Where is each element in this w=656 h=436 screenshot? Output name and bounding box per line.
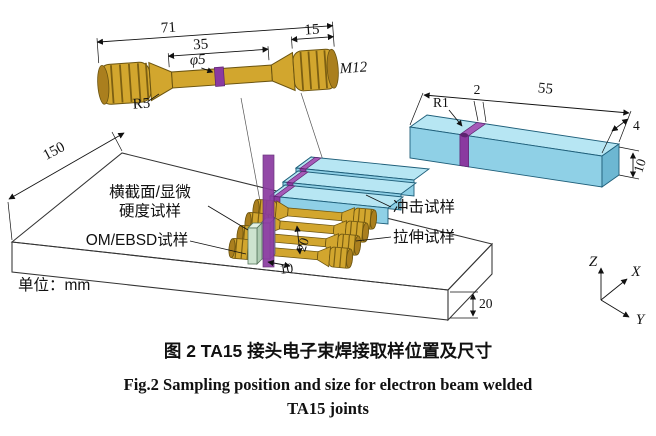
dim-71-line	[96, 22, 334, 45]
axis-z-label: Z	[589, 254, 598, 270]
right-grip-thread-ribs	[299, 50, 328, 90]
dim-4-label: 4	[633, 118, 640, 133]
cluster-dim-20-label: 20	[294, 236, 313, 254]
diameter-leader	[201, 67, 214, 74]
leader-impact	[365, 194, 392, 208]
axis-y-label: Y	[636, 312, 646, 328]
captions: 图 2 TA15 接头电子束焊接取样位置及尺寸 Fig.2 Sampling p…	[124, 341, 533, 418]
dim-150-label: 150	[40, 139, 67, 164]
tensile-specimen-drawing: 71 35 15 φ5 R5 M12	[96, 20, 368, 113]
dim-10-label: 10	[631, 157, 650, 175]
dim-35-extensions	[167, 46, 270, 68]
dim-4-extensions	[601, 127, 615, 154]
dim-2-extensions	[473, 100, 487, 123]
caption-en-line1: Fig.2 Sampling position and size for ele…	[124, 375, 533, 394]
coordinate-axes: Z X Y	[589, 254, 646, 328]
left-fillet-taper	[148, 61, 174, 102]
left-grip-thread-ribs	[110, 62, 150, 104]
leader-om-ebsd	[189, 240, 247, 255]
specimen-cluster: 20 10	[228, 154, 431, 277]
caption-en-line2: TA15 joints	[287, 399, 369, 418]
dim-15-label: 15	[304, 22, 320, 39]
label-om-ebsd: OM/EBSD试样	[86, 231, 188, 249]
cross-section-plate	[247, 222, 263, 265]
axis-x	[600, 278, 628, 301]
block-right-face	[447, 242, 493, 322]
caption-zh: 图 2 TA15 接头电子束焊接取样位置及尺寸	[164, 341, 492, 361]
fillet-radius-leader	[147, 93, 160, 103]
cluster-dim-10-label: 10	[279, 260, 295, 277]
projection-line-tensile-left	[240, 97, 263, 213]
label-impact: 冲击试样	[393, 198, 455, 216]
unit-label: 单位：mm	[18, 276, 90, 294]
dim-35-label: 35	[193, 36, 209, 53]
dim-71-label: 71	[160, 20, 176, 37]
dim-55-line	[423, 92, 630, 116]
dim-35-line	[167, 46, 269, 59]
impact-specimen-drawing: 55 2 R1 4 10	[408, 80, 650, 188]
dim-2-label: 2	[474, 82, 481, 97]
right-grip-end-face	[326, 48, 339, 89]
diameter-label: φ5	[189, 52, 206, 69]
cluster-dim-20-line	[294, 225, 303, 255]
dim-20-label: 20	[479, 296, 493, 311]
notch-radius-leader	[448, 109, 463, 127]
dim-55-label: 55	[537, 80, 554, 97]
dim-150-line	[8, 132, 125, 200]
welded-block: 150 20	[7, 131, 494, 322]
notch	[460, 132, 469, 138]
label-cross-section-line1: 横截面/显微	[109, 183, 191, 201]
label-cross-section-line2: 硬度试样	[119, 202, 181, 220]
notch-radius-label: R1	[433, 95, 449, 110]
leader-tensile	[355, 236, 392, 242]
callout-labels: 横截面/显微 硬度试样 OM/EBSD试样 冲击试样 拉伸试样 单位：mm	[18, 183, 455, 294]
dim-20-extensions	[450, 291, 478, 319]
label-tensile: 拉伸试样	[393, 228, 455, 246]
axis-x-label: X	[630, 264, 641, 280]
dim-15-extensions	[291, 36, 293, 49]
dim-15-line	[290, 33, 335, 43]
impact-weld-band-front	[459, 134, 469, 168]
left-grip-end-face	[97, 64, 110, 105]
axis-y	[600, 299, 630, 318]
weld-seam-strip	[262, 154, 275, 268]
dim-4-line	[611, 118, 629, 132]
thread-label: M12	[338, 59, 368, 77]
fillet-radius-label: R5	[132, 96, 151, 113]
dim-10-extensions	[618, 146, 640, 180]
right-fillet-taper	[270, 51, 296, 92]
tensile-weld-band	[213, 66, 226, 87]
leader-cross-section	[207, 205, 249, 231]
cluster-dim-10-line	[267, 259, 291, 269]
